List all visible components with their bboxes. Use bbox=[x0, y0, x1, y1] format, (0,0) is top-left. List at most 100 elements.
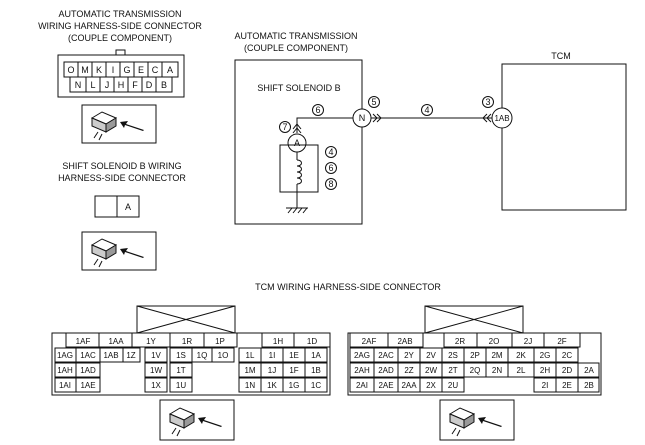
tcm-pin: 1P bbox=[215, 337, 225, 346]
ssb-connector-title-line1: SHIFT SOLENOID B WIRING bbox=[62, 161, 181, 171]
callout-6-a: 6 bbox=[315, 105, 320, 115]
tcm-pin: 2H bbox=[540, 366, 550, 375]
solenoid-pin-a: A bbox=[294, 138, 300, 148]
tcm-pin: 1B bbox=[311, 366, 321, 375]
tcm-box bbox=[501, 63, 627, 211]
tcm-pin: 2U bbox=[448, 381, 458, 390]
tcm-left-tab bbox=[136, 305, 236, 334]
tcm-pin: 2AA bbox=[401, 381, 417, 390]
tcm-pin: 2O bbox=[489, 337, 500, 346]
callout-4-b: 4 bbox=[424, 105, 429, 115]
callout-6-b: 6 bbox=[328, 163, 333, 173]
tcm-pin: 2P bbox=[470, 351, 480, 360]
at-connector-title-line1: AUTOMATIC TRANSMISSION bbox=[58, 9, 181, 19]
connector-view-icon bbox=[81, 104, 157, 144]
tcm-pin: 2R bbox=[455, 337, 465, 346]
tcm-pin: 2G bbox=[540, 351, 551, 360]
tcm-pin: 2I bbox=[542, 381, 549, 390]
ssb-connector-title-line2: HARNESS-SIDE CONNECTOR bbox=[58, 173, 186, 183]
tcm-pin: 2A bbox=[584, 366, 594, 375]
callout-5: 5 bbox=[371, 97, 376, 107]
tcm-right-connector: 2AF 2AB 2R 2O 2J 2F 2AG 2AC 2Y 2V 2S 2P … bbox=[347, 332, 602, 396]
tcm-pin: 2Y bbox=[404, 351, 414, 360]
tcm-pin: 1F bbox=[289, 366, 298, 375]
tcm-pin: 1AA bbox=[108, 337, 124, 346]
tcm-pin: 2AH bbox=[354, 366, 370, 375]
tcm-pin: 1L bbox=[246, 351, 255, 360]
tcm-pin: 1G bbox=[289, 381, 300, 390]
tcm-pin: 2X bbox=[426, 381, 436, 390]
at-box-title-line2: (COUPLE COMPONENT) bbox=[244, 43, 348, 53]
at-pin-n: N bbox=[75, 80, 82, 90]
shift-solenoid-b-label: SHIFT SOLENOID B bbox=[257, 83, 340, 93]
tcm-pin: 1AE bbox=[80, 381, 95, 390]
at-pin-j: J bbox=[105, 80, 110, 90]
tcm-pin: 1A bbox=[311, 351, 321, 360]
at-pin-g: G bbox=[123, 65, 130, 75]
tcm-pin: 1O bbox=[218, 351, 229, 360]
tcm-pin: 1AI bbox=[59, 381, 71, 390]
tcm-pin: 1I bbox=[269, 351, 276, 360]
tcm-pin: 1Z bbox=[126, 351, 135, 360]
callout-3: 3 bbox=[485, 97, 490, 107]
at-connector-title-line2: WIRING HARNESS-SIDE CONNECTOR bbox=[38, 21, 202, 31]
tcm-pin: 1T bbox=[176, 366, 185, 375]
tcm-connector-title: TCM WIRING HARNESS-SIDE CONNECTOR bbox=[255, 282, 441, 292]
tcm-pin: 1Q bbox=[197, 351, 208, 360]
tcm-pin: 2T bbox=[448, 366, 457, 375]
at-pin-n-terminal: N bbox=[359, 113, 366, 123]
tcm-pin: 2K bbox=[516, 351, 526, 360]
tcm-pin: 1E bbox=[289, 351, 299, 360]
harness-wire bbox=[371, 113, 494, 123]
connector-view-icon bbox=[159, 399, 235, 441]
tcm-pin: 1D bbox=[307, 337, 317, 346]
tcm-pin: 2AF bbox=[362, 337, 377, 346]
tcm-pin: 1C bbox=[311, 381, 321, 390]
tcm-pin: 2AC bbox=[378, 351, 394, 360]
tcm-right-tab bbox=[424, 305, 524, 334]
tcm-pin: 2J bbox=[524, 337, 532, 346]
tcm-pin: 1AH bbox=[57, 366, 73, 375]
tcm-pin: 1AF bbox=[76, 337, 91, 346]
tcm-pin: 1V bbox=[151, 351, 161, 360]
at-box-title-line1: AUTOMATIC TRANSMISSION bbox=[234, 31, 357, 41]
tcm-pin: 1AG bbox=[57, 351, 73, 360]
tcm-pin: 2L bbox=[517, 366, 526, 375]
tcm-pin: 1R bbox=[182, 337, 192, 346]
tcm-pin: 1S bbox=[176, 351, 186, 360]
tcm-pin: 1K bbox=[267, 381, 277, 390]
tcm-pin: 1J bbox=[268, 366, 276, 375]
callout-8: 8 bbox=[328, 179, 333, 189]
tcm-pin: 2F bbox=[557, 337, 566, 346]
at-pin-m: M bbox=[81, 65, 89, 75]
solenoid-circuit: A bbox=[279, 117, 362, 214]
tcm-pin: 1Y bbox=[146, 337, 156, 346]
tcm-pin: 2B bbox=[584, 381, 594, 390]
tcm-pin: 1H bbox=[273, 337, 283, 346]
tcm-pin: 2C bbox=[562, 351, 572, 360]
tcm-pin: 1X bbox=[151, 381, 161, 390]
tcm-pin: 2AG bbox=[354, 351, 370, 360]
tcm-pin: 1W bbox=[150, 366, 162, 375]
at-connector-face: O M K I G E C A N L J H F D B bbox=[57, 49, 185, 98]
at-pin-b: B bbox=[161, 80, 167, 90]
at-pin-l: L bbox=[90, 80, 95, 90]
ssb-connector-face: A bbox=[94, 195, 140, 218]
tcm-pin: 1U bbox=[176, 381, 186, 390]
connector-view-icon bbox=[81, 231, 157, 271]
tcm-pin: 1M bbox=[244, 366, 255, 375]
tcm-pin: 2E bbox=[562, 381, 572, 390]
tcm-pin: 2W bbox=[425, 366, 437, 375]
at-pin-h: H bbox=[118, 80, 125, 90]
tcm-pin: 2D bbox=[562, 366, 572, 375]
callout-4-a: 4 bbox=[328, 147, 333, 157]
tcm-pin: 2AD bbox=[378, 366, 394, 375]
tcm-label: TCM bbox=[551, 51, 571, 61]
at-pin-e: E bbox=[138, 65, 144, 75]
tcm-pin: 2M bbox=[491, 351, 502, 360]
at-pin-o: O bbox=[67, 65, 74, 75]
at-pin-i: I bbox=[112, 65, 115, 75]
tcm-pin: 2AI bbox=[356, 381, 368, 390]
tcm-pin: 1AC bbox=[80, 351, 96, 360]
at-pin-a: A bbox=[167, 65, 173, 75]
